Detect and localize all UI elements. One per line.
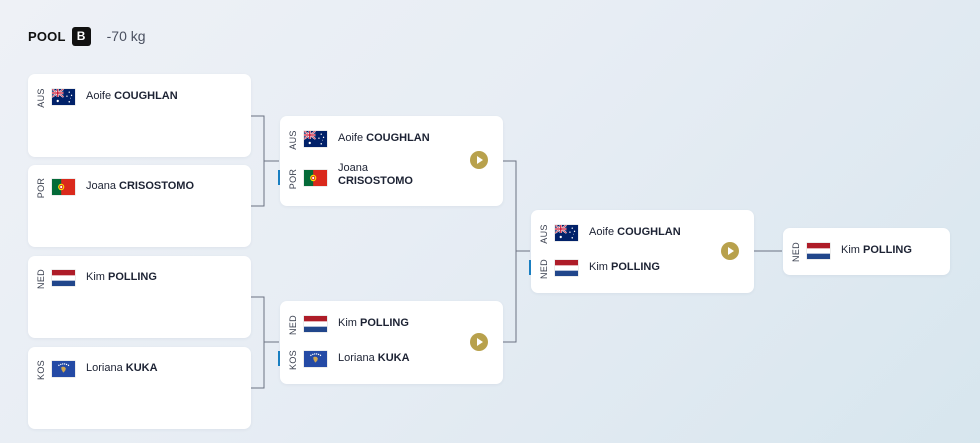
competitor-row[interactable]: POR Joana CRISOSTOMO (28, 176, 251, 200)
last-name: COUGHLAN (617, 226, 681, 238)
champion-card[interactable]: NED Kim POLLING (783, 228, 950, 275)
competitor-row-winner[interactable]: KOS Loriana KUKA (278, 348, 503, 372)
play-icon[interactable] (721, 242, 739, 260)
first-name: Joana (338, 162, 368, 174)
match-card-r1-2[interactable]: POR Joana CRISOSTOMO (28, 165, 251, 247)
play-icon[interactable] (470, 333, 488, 351)
last-name: POLLING (108, 271, 157, 283)
first-name: Kim (338, 317, 357, 329)
australia-flag-icon (555, 225, 578, 241)
country-code: AUS (288, 130, 298, 150)
last-name: CRISOSTOMO (119, 180, 195, 192)
country-code: NED (791, 242, 801, 262)
last-name: KUKA (125, 362, 158, 374)
competitor-row-winner[interactable]: NED Kim POLLING (529, 257, 754, 281)
country-code: NED (539, 259, 549, 279)
kosovo-flag-icon (52, 361, 75, 377)
competitor-row[interactable]: KOS Loriana KUKA (28, 358, 251, 382)
match-card-r1-4[interactable]: KOS Loriana KUKA (28, 347, 251, 429)
first-name: Kim (589, 261, 608, 273)
portugal-flag-icon (304, 170, 327, 186)
pool-label: POOL (28, 28, 66, 44)
winner-marker (278, 351, 280, 366)
pool-header: POOL B -70 kg (28, 26, 146, 46)
pool-letter-badge: B (71, 26, 91, 46)
winner-marker (278, 170, 280, 185)
first-name: Aoife (589, 226, 615, 238)
last-name: POLLING (863, 244, 912, 256)
country-code: AUS (36, 88, 46, 108)
competitor-row[interactable]: NED Kim POLLING (280, 313, 503, 337)
competitor-row[interactable]: AUS Aoife COUGHLAN (531, 222, 754, 246)
first-name: Kim (86, 271, 105, 283)
australia-flag-icon (52, 89, 75, 105)
match-card-final[interactable]: AUS Aoife COUGHLAN NED Kim POLLING (529, 210, 754, 293)
country-code: NED (288, 315, 298, 335)
last-name: POLLING (360, 317, 409, 329)
athlete-name: Loriana KUKA (86, 362, 158, 375)
competitor-row[interactable]: NED Kim POLLING (783, 240, 950, 264)
athlete-name: Kim POLLING (338, 317, 409, 330)
portugal-flag-icon (52, 179, 75, 195)
last-name: CRISOSTOMO (338, 175, 413, 187)
first-name: Aoife (338, 132, 364, 144)
play-icon[interactable] (470, 151, 488, 169)
first-name: Loriana (86, 362, 123, 374)
last-name: COUGHLAN (366, 132, 430, 144)
netherlands-flag-icon (807, 243, 830, 259)
first-name: Joana (86, 180, 116, 192)
australia-flag-icon (304, 131, 327, 147)
country-code: AUS (539, 224, 549, 244)
first-name: Loriana (338, 352, 375, 364)
competitor-row[interactable]: NED Kim POLLING (28, 267, 251, 291)
match-card-r1-1[interactable]: AUS Aoife COUGHLAN (28, 74, 251, 157)
country-code: POR (36, 177, 46, 199)
last-name: KUKA (377, 352, 410, 364)
country-code: POR (288, 168, 298, 190)
athlete-name: Aoife COUGHLAN (86, 90, 178, 103)
weight-category: -70 kg (106, 28, 146, 44)
athlete-name: Aoife COUGHLAN (589, 226, 681, 239)
last-name: POLLING (611, 261, 660, 273)
country-code: KOS (288, 350, 298, 370)
athlete-name: Aoife COUGHLAN (338, 132, 430, 145)
country-code: NED (36, 269, 46, 289)
kosovo-flag-icon (304, 351, 327, 367)
match-card-sf-2[interactable]: NED Kim POLLING KOS Loriana KUKA (278, 301, 503, 384)
netherlands-flag-icon (555, 260, 578, 276)
country-code: KOS (36, 360, 46, 380)
netherlands-flag-icon (52, 270, 75, 286)
athlete-name: Joana CRISOSTOMO (86, 180, 194, 193)
match-card-r1-3[interactable]: NED Kim POLLING (28, 256, 251, 338)
athlete-name: Kim POLLING (841, 244, 912, 257)
last-name: COUGHLAN (114, 90, 178, 102)
athlete-name: Kim POLLING (86, 271, 157, 284)
competitor-row[interactable]: AUS Aoife COUGHLAN (28, 86, 251, 110)
athlete-name: Loriana KUKA (338, 352, 410, 365)
competitor-row[interactable]: AUS Aoife COUGHLAN (280, 128, 503, 152)
first-name: Aoife (86, 90, 112, 102)
winner-marker (529, 260, 531, 275)
first-name: Kim (841, 244, 860, 256)
athlete-name: Kim POLLING (589, 261, 660, 274)
netherlands-flag-icon (304, 316, 327, 332)
